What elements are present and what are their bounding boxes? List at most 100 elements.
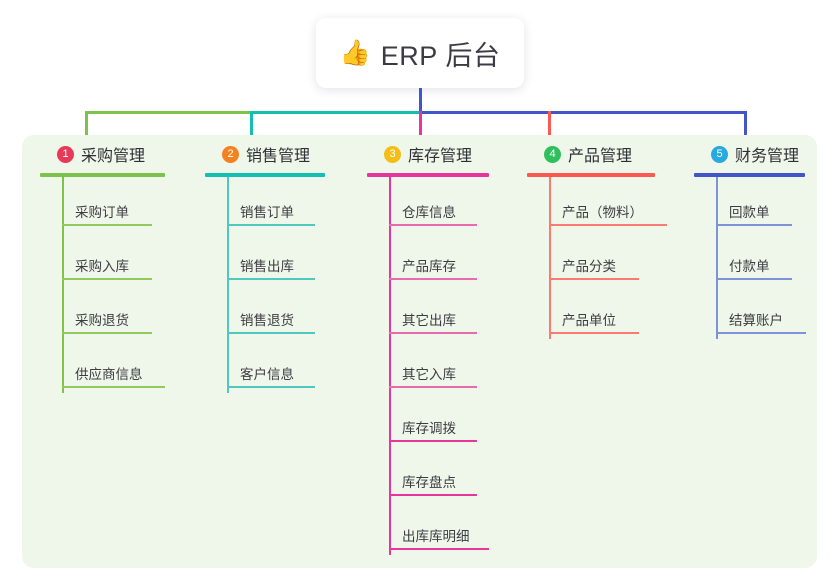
list-item-label: 其它出库 [402, 313, 456, 328]
list-item-label: 产品库存 [402, 259, 456, 274]
list-item-rule [62, 224, 152, 226]
branch-product-management[interactable]: 4 产品管理 产品（物料） 产品分类 产品单位 [527, 135, 667, 339]
branch-badge: 4 [544, 145, 561, 163]
list-item-label: 仓库信息 [402, 205, 456, 220]
list-item-rule [389, 278, 477, 280]
list-item-label: 库存盘点 [402, 475, 456, 490]
connector-drop-1 [85, 111, 88, 139]
list-item[interactable]: 结算账户 [716, 285, 806, 339]
connector-drop-4 [548, 111, 551, 139]
connector-bus-left [85, 111, 252, 114]
list-item-rule [227, 224, 315, 226]
list-item[interactable]: 产品库存 [389, 231, 489, 285]
list-item-rule [716, 278, 792, 280]
list-item-rule [549, 332, 639, 334]
list-item-label: 回款单 [729, 205, 770, 220]
list-item[interactable]: 库存调拨 [389, 393, 489, 447]
list-item-label: 产品分类 [562, 259, 616, 274]
connector-drop-5 [744, 111, 747, 139]
list-item[interactable]: 库存盘点 [389, 447, 489, 501]
list-item-label: 付款单 [729, 259, 770, 274]
root-node-title: ERP 后台 [380, 40, 501, 71]
list-item[interactable]: 销售订单 [227, 177, 325, 231]
branch-header[interactable]: 3 库存管理 [367, 135, 489, 173]
list-item-label: 采购订单 [75, 205, 129, 220]
branch-spine [62, 177, 64, 393]
branch-header[interactable]: 5 财务管理 [694, 135, 805, 173]
branch-items: 销售订单 销售出库 销售退货 客户信息 [205, 177, 325, 393]
branch-purchase-management[interactable]: 1 采购管理 采购订单 采购入库 采购退货 供应商信 [40, 135, 165, 393]
branch-header-rule [40, 173, 165, 177]
branch-spine [389, 177, 391, 555]
branch-badge: 2 [222, 145, 239, 163]
list-item-label: 供应商信息 [75, 367, 143, 382]
connector-drop-3 [419, 111, 422, 139]
branch-finance-management[interactable]: 5 财务管理 回款单 付款单 结算账户 [694, 135, 806, 339]
branch-spine [549, 177, 551, 339]
list-item-label: 销售出库 [240, 259, 294, 274]
list-item-label: 销售订单 [240, 205, 294, 220]
list-item[interactable]: 产品（物料） [549, 177, 667, 231]
list-item-label: 库存调拨 [402, 421, 456, 436]
list-item-rule [389, 224, 477, 226]
list-item-rule [227, 278, 315, 280]
list-item-rule [389, 494, 477, 496]
list-item[interactable]: 采购退货 [62, 285, 165, 339]
list-item-rule [62, 278, 152, 280]
list-item[interactable]: 回款单 [716, 177, 805, 231]
list-item[interactable]: 供应商信息 [62, 339, 165, 393]
list-item-label: 其它入库 [402, 367, 456, 382]
branch-spine [716, 177, 718, 339]
list-item-label: 出库库明细 [402, 529, 470, 544]
connector-bus-right [419, 111, 747, 114]
branch-header-rule [205, 173, 325, 177]
list-item[interactable]: 采购订单 [62, 177, 165, 231]
list-item-rule [716, 332, 806, 334]
list-item[interactable]: 产品分类 [549, 231, 655, 285]
list-item-rule [716, 224, 792, 226]
list-item-label: 客户信息 [240, 367, 294, 382]
list-item-label: 销售退货 [240, 313, 294, 328]
connector-trunk [419, 88, 422, 112]
branch-items: 采购订单 采购入库 采购退货 供应商信息 [40, 177, 165, 393]
branch-items: 产品（物料） 产品分类 产品单位 [527, 177, 667, 339]
branch-title: 库存管理 [408, 148, 473, 165]
root-node-erp-backend[interactable]: 👍 ERP 后台 [316, 18, 524, 88]
branch-inventory-management[interactable]: 3 库存管理 仓库信息 产品库存 其它出库 其它入库 [367, 135, 489, 555]
list-item-label: 采购退货 [75, 313, 129, 328]
branch-header[interactable]: 2 销售管理 [205, 135, 325, 173]
branch-header-rule [367, 173, 489, 177]
list-item[interactable]: 产品单位 [549, 285, 655, 339]
branch-title: 销售管理 [246, 148, 311, 165]
branch-items: 仓库信息 产品库存 其它出库 其它入库 库存调拨 [367, 177, 489, 555]
list-item-label: 产品（物料） [562, 205, 643, 220]
branch-header[interactable]: 4 产品管理 [527, 135, 655, 173]
list-item[interactable]: 出库库明细 [389, 501, 489, 555]
list-item[interactable]: 销售出库 [227, 231, 325, 285]
list-item[interactable]: 其它入库 [389, 339, 489, 393]
list-item[interactable]: 仓库信息 [389, 177, 489, 231]
list-item-label: 结算账户 [729, 313, 783, 328]
branch-badge: 5 [711, 145, 728, 163]
list-item[interactable]: 付款单 [716, 231, 805, 285]
list-item[interactable]: 其它出库 [389, 285, 489, 339]
branch-badge: 3 [384, 145, 401, 163]
branch-header-rule [527, 173, 655, 177]
branch-title: 采购管理 [81, 148, 146, 165]
list-item-rule [62, 386, 165, 388]
branch-title: 产品管理 [568, 148, 633, 165]
list-item-rule [549, 224, 667, 226]
branch-title: 财务管理 [735, 148, 800, 165]
branch-badge: 1 [57, 145, 74, 163]
connector-bus-mid [250, 111, 421, 114]
list-item[interactable]: 销售退货 [227, 285, 325, 339]
list-item-rule [62, 332, 152, 334]
list-item[interactable]: 客户信息 [227, 339, 325, 393]
list-item-rule [227, 332, 315, 334]
list-item-rule [549, 278, 639, 280]
list-item[interactable]: 采购入库 [62, 231, 165, 285]
branch-items: 回款单 付款单 结算账户 [694, 177, 806, 339]
list-item-rule [389, 440, 477, 442]
branch-header[interactable]: 1 采购管理 [40, 135, 165, 173]
branch-sales-management[interactable]: 2 销售管理 销售订单 销售出库 销售退货 客户信息 [205, 135, 325, 393]
